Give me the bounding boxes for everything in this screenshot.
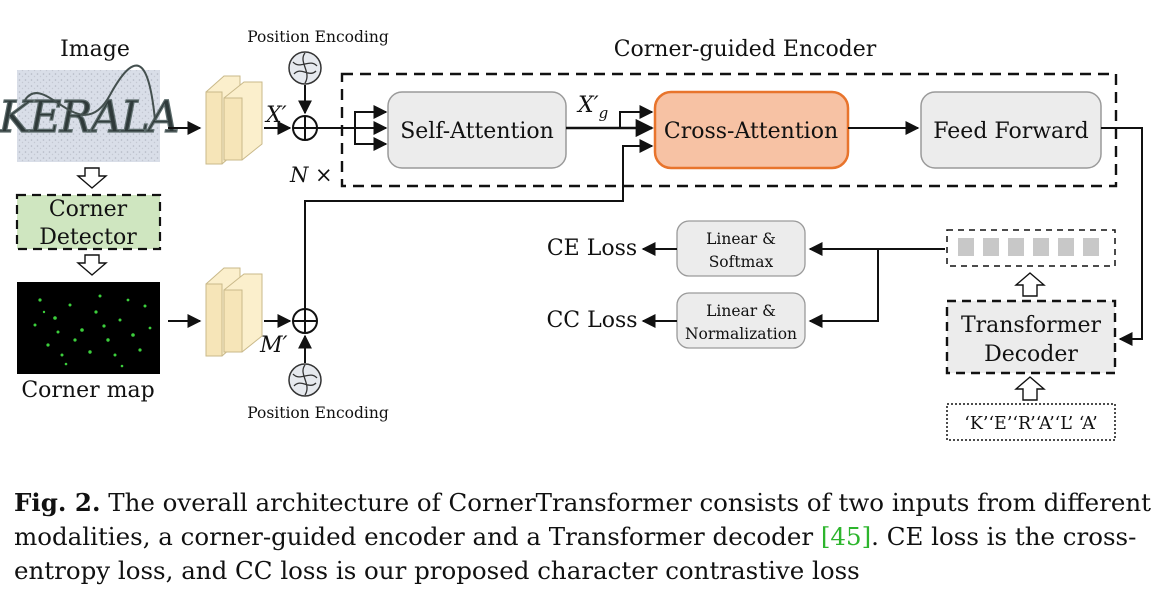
linear-softmax-block: Linear & Softmax — [676, 220, 806, 277]
figure-number: Fig. 2. — [14, 488, 101, 517]
caption-text-2: . CE loss is the cross-entropy loss, and… — [14, 522, 1137, 585]
linear-normalization-label-2: Normalization — [685, 325, 797, 343]
encoder-container — [340, 72, 1118, 188]
corner-map-label: Corner map — [21, 378, 154, 403]
corner-detector-block: Corner Detector — [15, 193, 162, 251]
feed-forward-block: Feed Forward — [920, 91, 1102, 169]
corner-map-image — [17, 282, 160, 374]
figure-caption: Fig. 2. The overall architecture of Corn… — [14, 486, 1160, 588]
decoder-label-2: Decoder — [984, 342, 1078, 367]
linear-softmax-label-2: Softmax — [709, 253, 774, 271]
corner-detector-label-2: Detector — [39, 225, 137, 250]
hollow-down-arrow-icon — [76, 254, 108, 276]
citation-link[interactable]: [45] — [820, 522, 872, 551]
cc-loss-label: CC Loss — [546, 308, 637, 333]
architecture-diagram: Image KERALA Corner Detector Corner map — [0, 28, 1143, 441]
self-attention-label: Self-Attention — [400, 119, 554, 144]
image-label: Image — [60, 37, 130, 62]
input-token-box: ‘K’‘E’‘R’‘A’‘L’ ‘A’ — [946, 403, 1116, 441]
x-g-prime-label: X′g — [576, 93, 608, 122]
transformer-decoder-block: Transformer Decoder — [945, 299, 1117, 375]
caption-text-1: The overall architecture of CornerTransf… — [14, 488, 1151, 551]
position-encoding-bottom-label: Position Encoding — [247, 404, 389, 422]
hollow-down-arrow-icon — [76, 167, 108, 189]
self-attention-block: Self-Attention — [387, 91, 567, 169]
input-image: KERALA — [0, 64, 180, 162]
output-token-sequence — [946, 229, 1116, 267]
m-prime-label: M′ — [259, 333, 288, 358]
position-encoding-top-label: Position Encoding — [247, 28, 389, 46]
linear-normalization-block: Linear & Normalization — [676, 292, 806, 349]
ce-loss-label: CE Loss — [547, 236, 637, 261]
x-prime-label: X′ — [264, 103, 287, 128]
decoder-label-1: Transformer — [961, 313, 1102, 338]
n-times-label: N × — [289, 163, 333, 187]
add-operator-bottom-icon — [292, 308, 318, 334]
add-operator-top-icon — [292, 115, 318, 141]
kerala-image-text: KERALA — [0, 92, 178, 143]
hollow-up-arrow-icon — [1014, 376, 1046, 401]
corner-detector-label-1: Corner — [49, 197, 128, 222]
encoder-title: Corner-guided Encoder — [614, 37, 877, 62]
input-tokens-label: ‘K’‘E’‘R’‘A’‘L’ ‘A’ — [964, 414, 1097, 434]
cross-attention-label: Cross-Attention — [664, 119, 838, 144]
feed-forward-label: Feed Forward — [933, 119, 1089, 144]
corner-feature-stack — [205, 267, 263, 357]
linear-normalization-label-1: Linear & — [706, 302, 776, 320]
position-encoding-icon — [288, 51, 322, 85]
image-feature-stack — [205, 75, 263, 165]
hollow-up-arrow-icon — [1014, 272, 1046, 297]
position-encoding-icon — [288, 363, 322, 397]
linear-softmax-label-1: Linear & — [706, 230, 776, 248]
cross-attention-block: Cross-Attention — [653, 90, 850, 170]
